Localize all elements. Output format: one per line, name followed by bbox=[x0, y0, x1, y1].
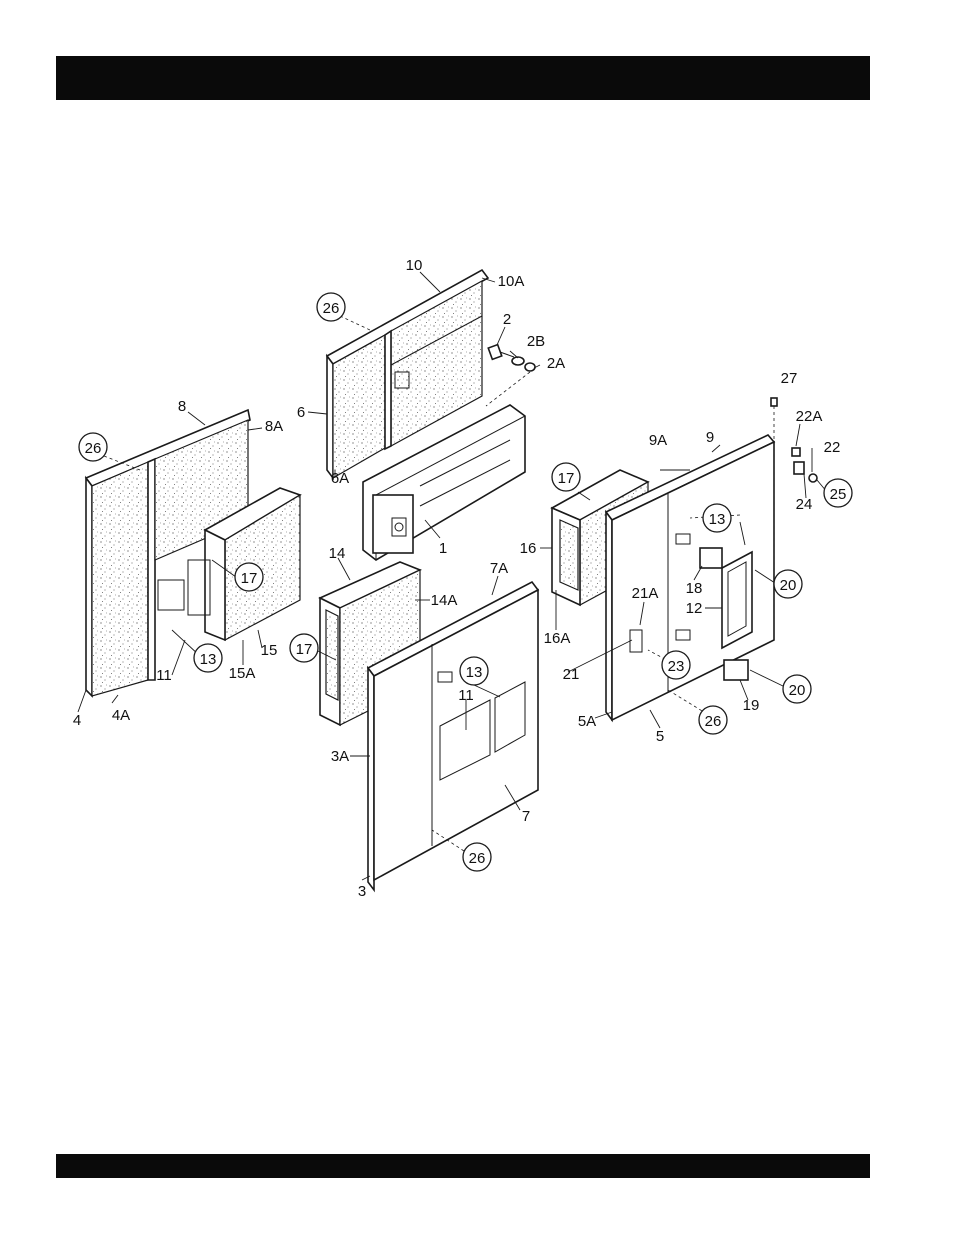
label-23: 23 bbox=[668, 658, 685, 675]
label-6: 6 bbox=[297, 404, 305, 421]
label-10A: 10A bbox=[498, 273, 525, 290]
label-13a: 13 bbox=[200, 651, 217, 668]
label-27: 27 bbox=[781, 370, 798, 387]
label-18: 18 bbox=[686, 580, 703, 597]
label-13b: 13 bbox=[466, 664, 483, 681]
label-21A: 21A bbox=[632, 585, 659, 602]
label-3: 3 bbox=[358, 883, 366, 900]
label-22: 22 bbox=[824, 439, 841, 456]
label-26d: 26 bbox=[705, 713, 722, 730]
bolt-and-washers bbox=[486, 345, 535, 406]
label-8A: 8A bbox=[265, 418, 283, 435]
label-5: 5 bbox=[656, 728, 664, 745]
label-25: 25 bbox=[830, 486, 847, 503]
label-13c: 13 bbox=[709, 511, 726, 528]
label-17b: 17 bbox=[296, 641, 313, 658]
label-11b: 11 bbox=[458, 687, 474, 704]
label-24: 24 bbox=[796, 496, 813, 513]
label-2: 2 bbox=[503, 311, 511, 328]
label-7: 7 bbox=[522, 808, 530, 825]
label-16: 16 bbox=[520, 540, 537, 557]
label-19: 19 bbox=[743, 697, 760, 714]
label-4: 4 bbox=[73, 712, 81, 729]
label-8: 8 bbox=[178, 398, 186, 415]
label-9A: 9A bbox=[649, 432, 667, 449]
label-2A: 2A bbox=[547, 355, 565, 372]
label-26a: 26 bbox=[323, 300, 340, 317]
label-12: 12 bbox=[686, 600, 703, 617]
label-15A: 15A bbox=[229, 665, 256, 682]
label-11a: 11 bbox=[156, 667, 172, 684]
label-21: 21 bbox=[563, 666, 580, 683]
label-10: 10 bbox=[406, 257, 423, 274]
label-5A: 5A bbox=[578, 713, 596, 730]
label-1: 1 bbox=[439, 540, 447, 557]
label-14: 14 bbox=[329, 545, 346, 562]
label-17c: 17 bbox=[558, 470, 575, 487]
label-17a: 17 bbox=[241, 570, 258, 587]
label-14A: 14A bbox=[431, 592, 458, 609]
label-2B: 2B bbox=[527, 333, 545, 350]
label-20b: 20 bbox=[789, 682, 806, 699]
footer-bar bbox=[56, 1154, 870, 1178]
label-26b: 26 bbox=[85, 440, 102, 457]
label-7A: 7A bbox=[490, 560, 508, 577]
label-15: 15 bbox=[261, 642, 278, 659]
label-26c: 26 bbox=[469, 850, 486, 867]
label-9: 9 bbox=[706, 429, 714, 446]
label-16A: 16A bbox=[544, 630, 571, 647]
label-4A: 4A bbox=[112, 707, 130, 724]
label-22A: 22A bbox=[796, 408, 823, 425]
label-3A: 3A bbox=[331, 748, 349, 765]
label-20a: 20 bbox=[780, 577, 797, 594]
label-6A: 6A bbox=[331, 470, 349, 487]
